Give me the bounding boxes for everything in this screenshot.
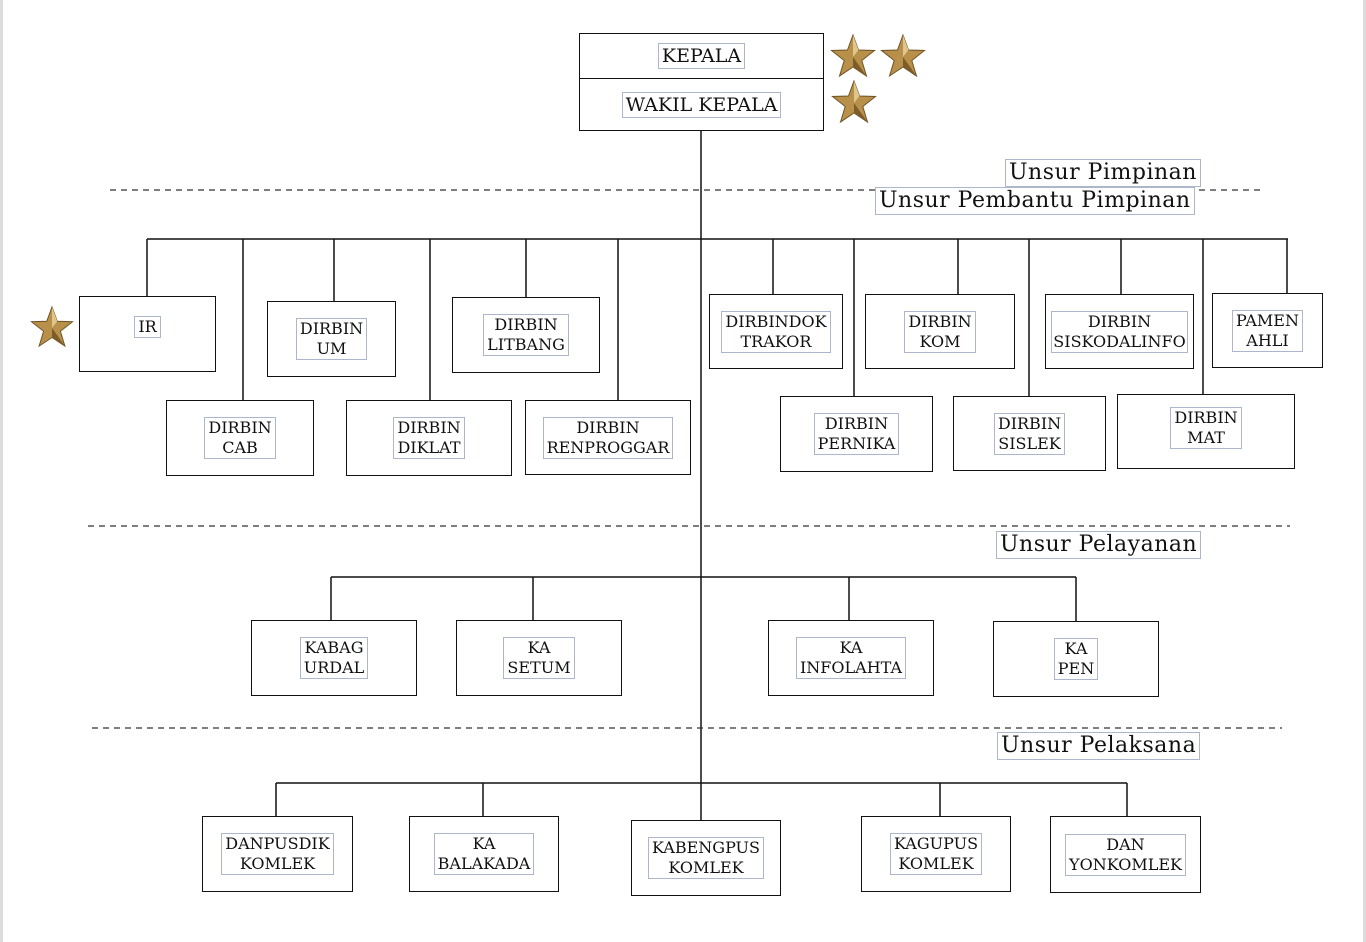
leadership-divider [580,78,823,79]
star-icon [30,305,74,348]
section-unsur-pimpinan: Unsur Pimpinan [1005,159,1201,187]
head-label: KEPALA [657,43,746,69]
deputy-label: WAKIL KEPALA [621,92,782,118]
star-icon [880,33,926,78]
star-icon [831,79,877,124]
section-unsur-pelaksana: Unsur Pelaksana [997,732,1201,760]
section-unsur-pembantu-pimpinan: Unsur Pembantu Pimpinan [875,187,1195,215]
page-frame-right [1363,0,1366,942]
page-frame-left [0,0,3,942]
org-box-ir: IR [79,296,216,372]
org-box-label: IR [134,316,161,338]
star-icon [830,33,876,78]
section-unsur-pelayanan: Unsur Pelayanan [996,531,1202,559]
leadership-box: KEPALA WAKIL KEPALA [579,33,824,131]
